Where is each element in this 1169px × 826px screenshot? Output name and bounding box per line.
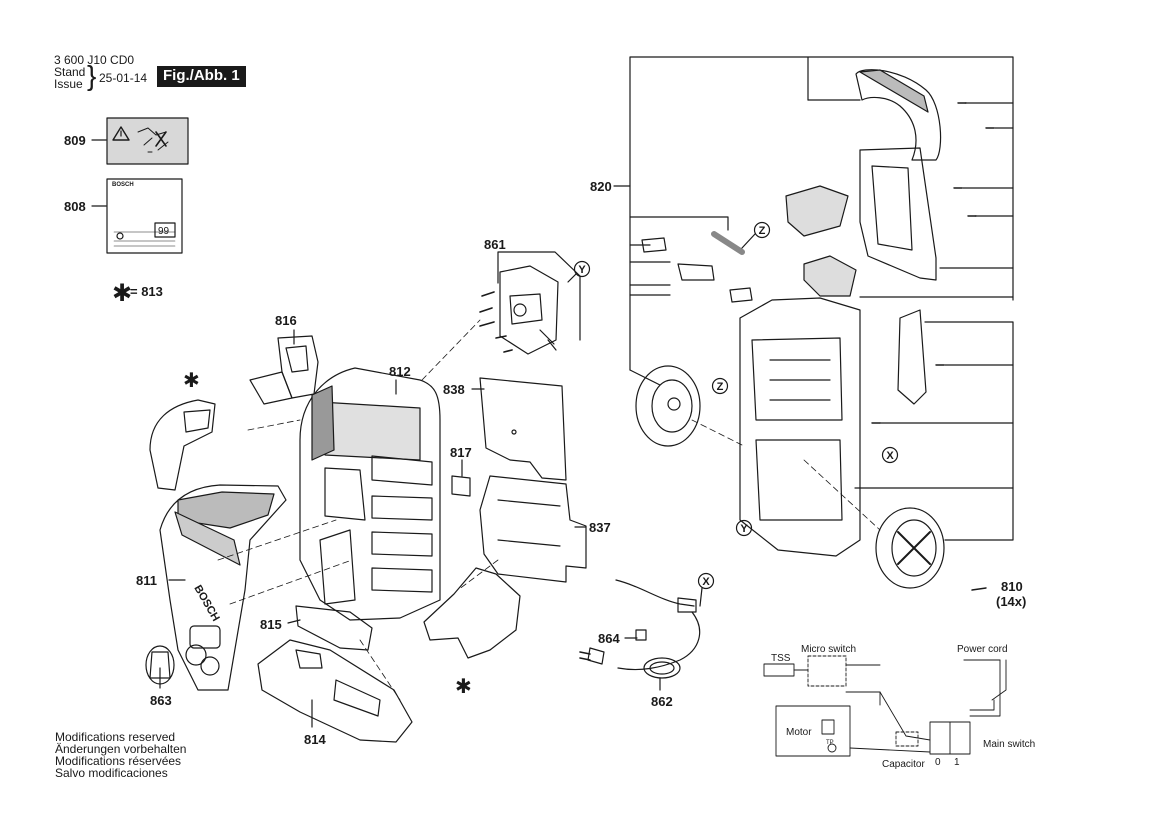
doc-number: 3 600 J10 CD0 bbox=[54, 53, 135, 67]
main-housing-812 bbox=[299, 367, 441, 621]
asterisk-marker-icon: ✱ bbox=[183, 370, 200, 392]
motor-box bbox=[775, 705, 851, 757]
ref-letter-z1: Z bbox=[759, 225, 766, 237]
callout-815: 815 bbox=[260, 617, 282, 632]
ref-letter-z2: Z bbox=[717, 381, 724, 393]
callout-811: 811 bbox=[136, 573, 157, 588]
wiring-label-tp: TP bbox=[826, 740, 834, 746]
callout-817: 817 bbox=[450, 445, 472, 460]
wheel-right bbox=[875, 507, 945, 589]
base-814 bbox=[257, 639, 413, 743]
issue-date: 25-01-14 bbox=[99, 71, 148, 85]
ref-circle-y2 bbox=[735, 519, 753, 537]
stand-label: Stand bbox=[54, 65, 86, 79]
label-808-badge: 99 bbox=[158, 226, 170, 237]
callout-864: 864 bbox=[598, 631, 620, 646]
ref-circle-z1 bbox=[753, 221, 771, 239]
foam-block-837 bbox=[479, 475, 587, 583]
capacitor-box bbox=[895, 731, 919, 747]
modifications-es: Salvo modificaciones bbox=[55, 766, 168, 780]
cover-asterisk-bottom bbox=[423, 567, 521, 659]
part-815 bbox=[295, 605, 373, 651]
warning-label-809 bbox=[106, 117, 189, 165]
callout-862: 862 bbox=[651, 694, 673, 709]
cover-asterisk-top bbox=[149, 399, 216, 491]
svg-text:BOSCH: BOSCH bbox=[191, 583, 221, 623]
panel-838 bbox=[479, 377, 567, 481]
label-808-brand: BOSCH bbox=[112, 182, 134, 188]
asterisk-marker-icon: ✱ bbox=[455, 676, 472, 698]
modifications-note: Modifications reserved Änderungen vorbeh… bbox=[55, 731, 186, 779]
issue-label: Issue bbox=[54, 77, 83, 91]
warning-triangle-icon bbox=[112, 126, 130, 141]
rating-label-808 bbox=[106, 178, 183, 254]
wiring-label-main-switch: Main switch bbox=[983, 739, 1035, 750]
part-864 bbox=[635, 629, 647, 641]
part-817 bbox=[451, 475, 471, 497]
ref-letter-y2: Y bbox=[740, 523, 748, 535]
tss-sensor bbox=[763, 663, 795, 677]
callout-837: 837 bbox=[589, 520, 611, 535]
callout-814: 814 bbox=[304, 732, 326, 747]
micro-switch-box bbox=[807, 655, 847, 687]
wiring-label-power-cord: Power cord bbox=[957, 644, 1008, 655]
asterisk-icon: ✱ bbox=[112, 280, 133, 307]
wiring-label-tss: TSS bbox=[771, 653, 791, 664]
figure-label: Fig./Abb. 1 bbox=[157, 66, 246, 87]
ref-circle-x2 bbox=[697, 572, 715, 590]
modifications-en: Modifications reserved bbox=[55, 730, 176, 744]
ref-letter-y1: Y bbox=[578, 264, 586, 276]
chassis bbox=[739, 297, 861, 557]
callout-810: 810 bbox=[1001, 579, 1023, 594]
bracket-right bbox=[897, 309, 927, 405]
modifications-fr: Modifications réservées bbox=[55, 754, 182, 768]
callout-861: 861 bbox=[484, 237, 506, 252]
callout-863: 863 bbox=[150, 693, 172, 708]
callout-820: 820 bbox=[590, 179, 612, 194]
callout-809: 809 bbox=[64, 133, 86, 148]
callout-816: 816 bbox=[275, 313, 297, 328]
wheel-left bbox=[635, 365, 701, 447]
ref-circle-x1 bbox=[881, 446, 899, 464]
modifications-de: Änderungen vorbehalten bbox=[55, 742, 187, 756]
brace-icon: } bbox=[87, 60, 97, 91]
wiring-schematic bbox=[763, 655, 1007, 757]
ref-letter-x2: X bbox=[702, 576, 710, 588]
bracket-816 bbox=[277, 335, 319, 399]
wiring-label-capacitor: Capacitor bbox=[882, 759, 925, 770]
wiring-label-motor: Motor bbox=[786, 727, 812, 738]
ref-letter-x1: X bbox=[886, 450, 894, 462]
motor-bracket-861 bbox=[499, 265, 559, 355]
callout-810-qty: (14x) bbox=[996, 594, 1027, 609]
callout-838: 838 bbox=[443, 382, 465, 397]
main-switch-box bbox=[929, 721, 971, 755]
wiring-label-pos0: 0 bbox=[935, 757, 941, 768]
wiring-label-pos1: 1 bbox=[954, 757, 960, 768]
ref-circle-z2 bbox=[711, 377, 729, 395]
callout-808: 808 bbox=[64, 199, 86, 214]
handle-820 bbox=[855, 69, 942, 161]
asterisk-legend: = 813 bbox=[130, 284, 163, 299]
wiring-label-micro-switch: Micro switch bbox=[801, 644, 856, 655]
front-shell-811 bbox=[159, 484, 287, 691]
ref-circle-y1 bbox=[573, 260, 591, 278]
cross-icon bbox=[155, 131, 167, 147]
power-cord-862 bbox=[615, 579, 695, 607]
